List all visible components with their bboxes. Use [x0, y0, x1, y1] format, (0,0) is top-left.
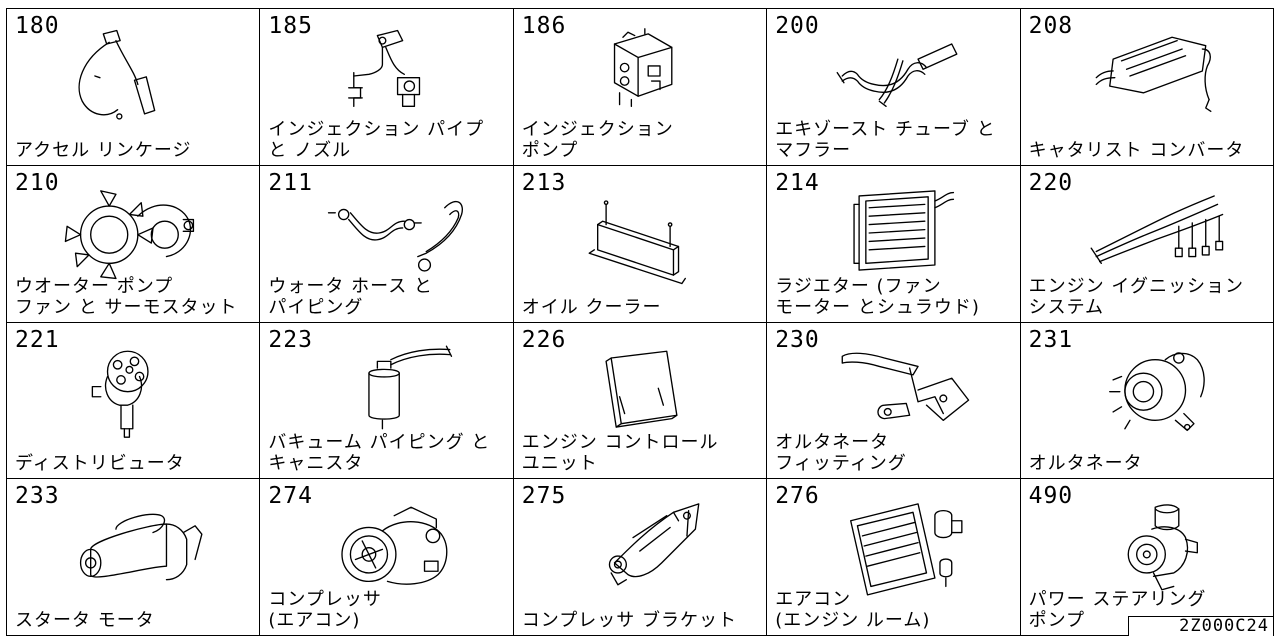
part-group-label: エンジン コントロール ユニット — [521, 432, 719, 475]
injection-pump-icon — [564, 17, 724, 135]
part-group-code: 221 — [15, 326, 60, 353]
part-group-label: エアコン (エンジン ルーム) — [775, 589, 931, 631]
radiator-icon — [817, 174, 977, 292]
ac-compressor-icon — [310, 487, 470, 605]
part-group-221[interactable]: 221 ディストリビュータ — [7, 322, 261, 480]
part-group-200[interactable]: 200 エキゾースト チューブ と マフラー — [767, 9, 1021, 166]
part-group-label: コンプレッサ ブラケット — [521, 610, 737, 631]
part-group-code: 180 — [15, 13, 60, 39]
part-group-label: オルタネータ — [1028, 453, 1143, 475]
part-group-label: バキューム パイピング と キャニスタ — [268, 432, 491, 475]
part-group-code: 276 — [775, 483, 820, 510]
part-group-code: 208 — [1028, 13, 1074, 39]
part-group-code: 275 — [521, 483, 567, 510]
part-group-230[interactable]: 230 オルタネータ フィッティング — [767, 322, 1021, 480]
part-group-213[interactable]: 213 オイル クーラー — [513, 165, 768, 323]
part-group-274[interactable]: 274 コンプレッサ (エアコン) — [260, 479, 514, 636]
vacuum-canister-icon — [310, 331, 470, 449]
control-unit-icon — [564, 331, 724, 449]
part-group-208[interactable]: 208 キャタリスト コンバータ — [1020, 9, 1274, 166]
ac-condenser-icon — [817, 487, 977, 605]
part-group-label: アクセル リンケージ — [15, 139, 192, 161]
part-group-code: 220 — [1028, 169, 1074, 196]
part-group-code: 211 — [268, 169, 313, 196]
part-group-code: 274 — [268, 483, 313, 510]
part-group-276[interactable]: 276 エアコン (エンジン ルーム) — [767, 479, 1021, 636]
part-group-label: ラジエター (ファン モーター とシュラウド) — [775, 275, 980, 318]
part-group-code: 214 — [775, 169, 820, 196]
oil-cooler-icon — [564, 174, 724, 292]
distributor-icon — [57, 331, 217, 449]
accelerator-linkage-icon — [57, 17, 217, 135]
alternator-bracket-icon — [817, 331, 977, 449]
exhaust-muffler-icon — [817, 17, 977, 135]
part-group-231[interactable]: 231 オルタネータ — [1020, 322, 1274, 480]
part-group-label: エンジン イグニッション システム — [1028, 275, 1244, 318]
alternator-icon — [1071, 331, 1231, 449]
part-group-220[interactable]: 220 エンジン イグニッション システム — [1020, 165, 1274, 323]
part-group-233[interactable]: 233 スタータ モータ — [7, 479, 261, 636]
part-group-code: 186 — [521, 13, 567, 39]
diagram-reference-code: 2Z000C24 — [1128, 616, 1274, 636]
part-group-226[interactable]: 226 エンジン コントロール ユニット — [513, 322, 768, 480]
part-group-210[interactable]: 210 ウオーター ポンプ ファン と サーモスタット — [7, 165, 261, 323]
part-group-label: コンプレッサ (エアコン) — [268, 589, 382, 631]
part-group-code: 230 — [775, 326, 820, 353]
part-group-214[interactable]: 214 ラジエター (ファン モーター とシュラウド) — [767, 165, 1021, 323]
part-group-185[interactable]: 185 インジェクション パイプ と ノズル — [260, 9, 514, 166]
part-group-code: 231 — [1028, 326, 1074, 353]
catalytic-converter-icon — [1071, 17, 1231, 135]
ignition-wires-icon — [1071, 174, 1231, 292]
parts-catalog-grid: 180 アクセル リンケージ 185 インジェクション パイプ と ノズル 186 インジ… — [6, 8, 1274, 636]
part-group-label: ディストリビュータ — [15, 453, 185, 475]
water-hose-icon — [310, 174, 470, 292]
part-group-code: 185 — [268, 13, 313, 39]
part-group-label: オイル クーラー — [521, 296, 662, 318]
part-group-label: エキゾースト チューブ と マフラー — [775, 118, 996, 161]
part-group-code: 490 — [1028, 483, 1074, 510]
part-group-code: 223 — [268, 326, 313, 353]
part-group-label: インジェクション ポンプ — [521, 118, 674, 161]
part-group-label: オルタネータ フィッティング — [775, 432, 907, 475]
starter-motor-icon — [57, 487, 217, 605]
part-group-code: 210 — [15, 169, 60, 196]
part-group-490[interactable]: 490 パワー ステアリング ポンプ — [1020, 479, 1274, 636]
part-group-186[interactable]: 186 インジェクション ポンプ — [513, 9, 768, 166]
part-group-code: 200 — [775, 13, 820, 39]
part-group-code: 226 — [521, 326, 567, 353]
water-pump-fan-icon — [57, 174, 217, 292]
part-group-code: 233 — [15, 483, 60, 510]
part-group-label: キャタリスト コンバータ — [1028, 139, 1245, 161]
part-group-label: インジェクション パイプ と ノズル — [268, 118, 485, 161]
power-steering-pump-icon — [1071, 487, 1231, 605]
part-group-label: ウォータ ホース と パイピング — [268, 275, 433, 318]
compressor-bracket-icon — [564, 487, 724, 605]
part-group-275[interactable]: 275 コンプレッサ ブラケット — [513, 479, 768, 636]
part-group-label: スタータ モータ — [15, 610, 155, 631]
part-group-code: 213 — [521, 169, 567, 196]
part-group-label: ウオーター ポンプ ファン と サーモスタット — [15, 275, 238, 318]
part-group-label: パワー ステアリング ポンプ — [1028, 589, 1207, 631]
part-group-180[interactable]: 180 アクセル リンケージ — [7, 9, 261, 166]
part-group-211[interactable]: 211 ウォータ ホース と パイピング — [260, 165, 514, 323]
injection-pipe-nozzle-icon — [310, 17, 470, 135]
part-group-223[interactable]: 223 バキューム パイピング と キャニスタ — [260, 322, 514, 480]
